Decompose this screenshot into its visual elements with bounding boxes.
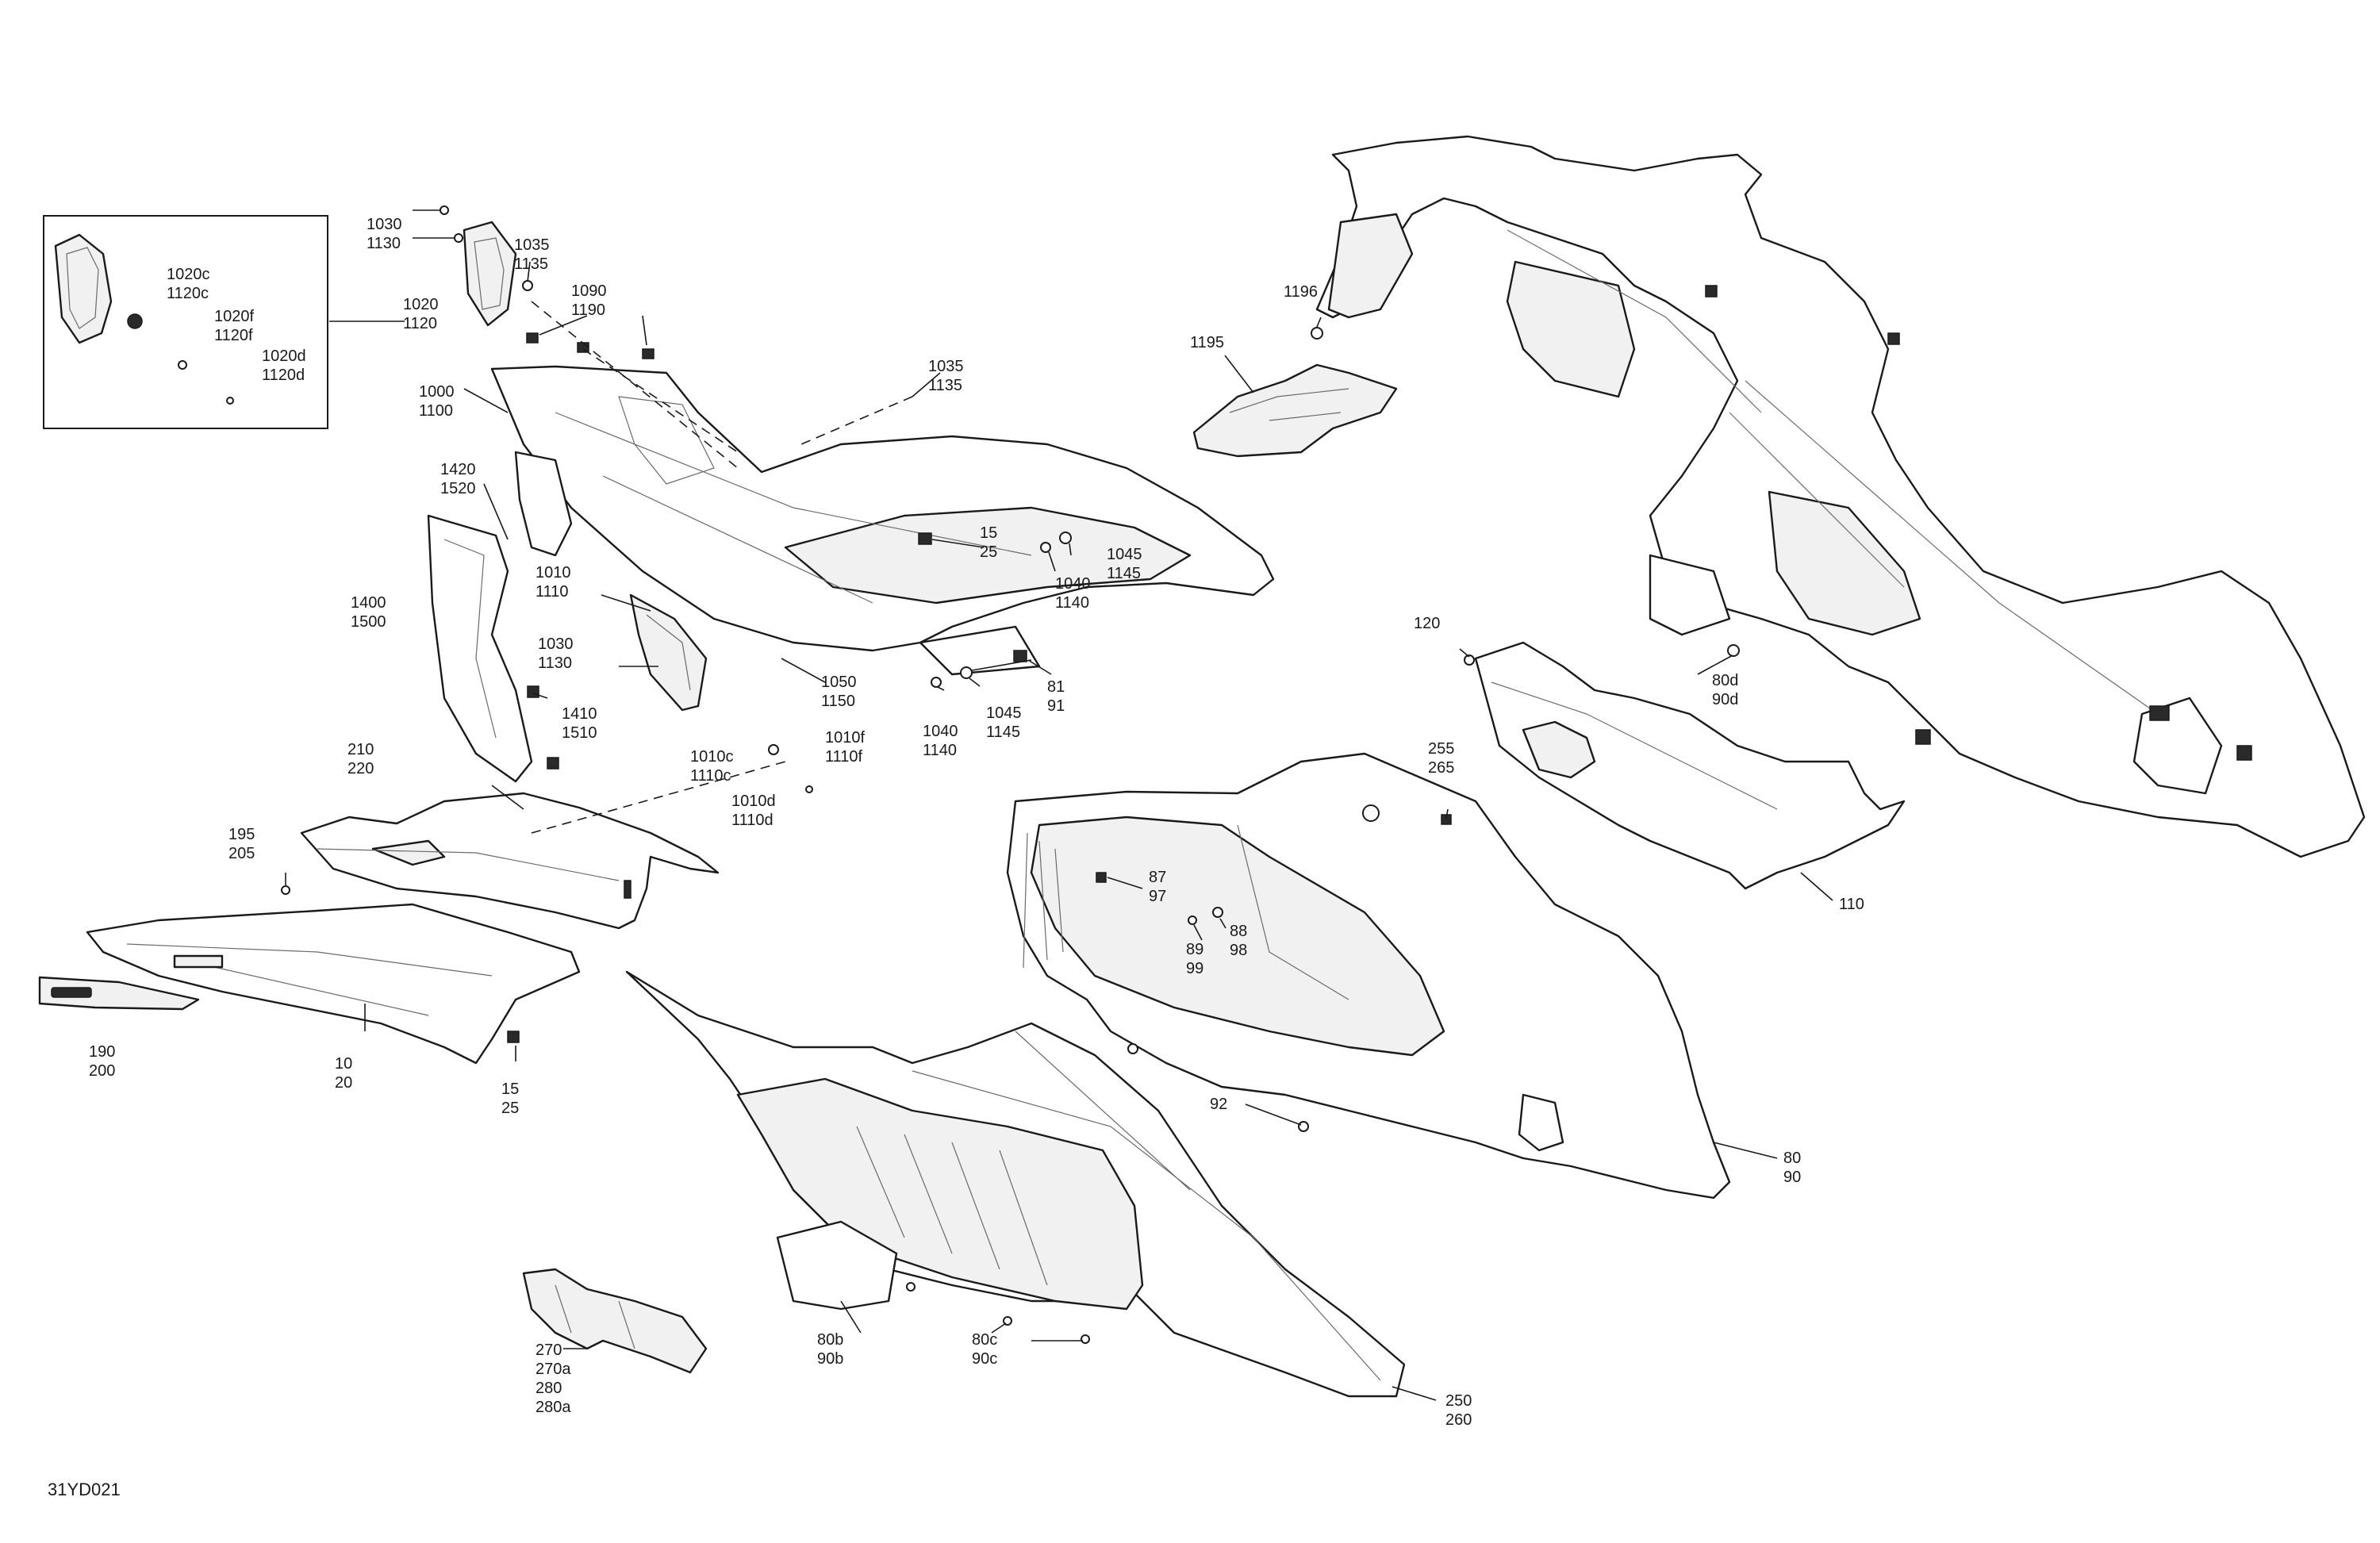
mirror-detail-inset xyxy=(43,215,405,429)
inner-panel-110 xyxy=(1464,641,1906,890)
callout-1196: 1196 xyxy=(1284,283,1318,301)
lower-side-panel-10 xyxy=(86,885,581,1065)
leader-lines xyxy=(285,209,1833,1401)
trim-piece-1195 xyxy=(1192,327,1398,458)
clip-1020c xyxy=(127,313,143,329)
side-fairing-1000 xyxy=(490,365,1275,676)
deflectors-270 xyxy=(522,1268,708,1374)
callout-92: 92 xyxy=(1210,1096,1227,1113)
screw-1020d xyxy=(226,397,234,405)
callout-1195: 1195 xyxy=(1190,334,1224,351)
front-fascia xyxy=(1315,135,2366,858)
intake-grille-80b xyxy=(736,1077,1144,1344)
side-panel-1400 xyxy=(427,514,559,783)
callout-120: 120 xyxy=(1414,615,1440,632)
mirror-assembly xyxy=(440,205,654,359)
vent-cover-1010 xyxy=(629,593,708,712)
inner-trim-1420 xyxy=(514,451,573,557)
side-body-panel-80 xyxy=(1006,752,1731,1199)
washer-1020f xyxy=(178,360,187,370)
inset-frame xyxy=(43,215,328,429)
emblem-190 xyxy=(38,976,200,1011)
callout-110: 110 xyxy=(1839,896,1864,913)
upper-panel-210 xyxy=(300,792,720,930)
mirror-housing-inset xyxy=(54,233,113,344)
figure-id: 31YD021 xyxy=(48,1480,121,1499)
clip-255 xyxy=(1441,814,1452,825)
